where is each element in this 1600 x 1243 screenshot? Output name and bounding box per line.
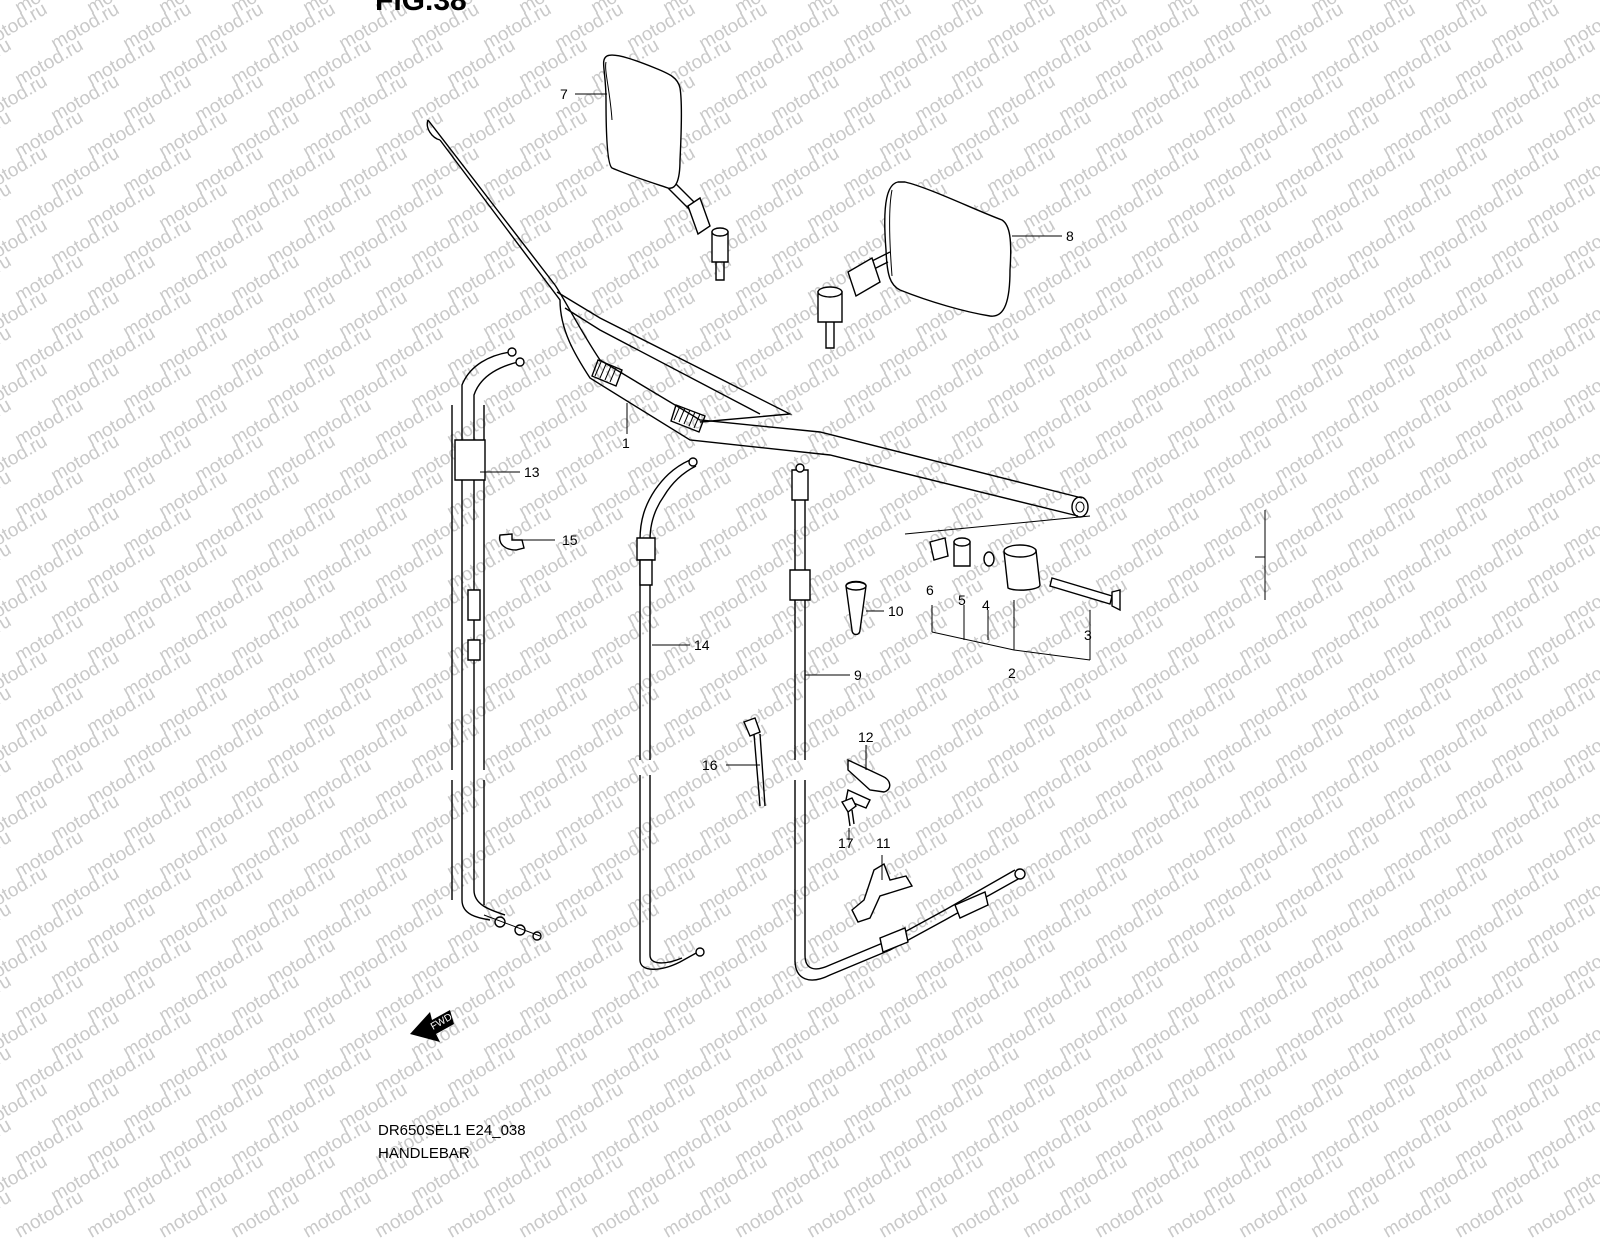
callout-15: 15 [562,532,578,548]
callout-16: 16 [702,757,718,773]
leader-lines [480,93,1266,880]
callout-3: 3 [1084,627,1092,643]
model-code: DR650SEL1 E24_038 [378,1122,526,1139]
section-name: HANDLEBAR [378,1145,470,1162]
callout-10: 10 [888,603,904,619]
choke-cable [636,457,705,970]
callout-1: 1 [622,435,630,451]
bar-end-weights [904,515,1121,612]
callout-17: 17 [838,835,854,851]
callout-4: 4 [982,597,990,613]
callout-2: 2 [1008,665,1016,681]
mirror-right [817,181,1012,349]
throttle-cables [451,347,542,941]
clutch-bracket [847,758,891,793]
clutch-cable [789,463,1026,981]
callout-13: 13 [524,464,540,480]
callout-14: 14 [694,637,710,653]
handlebar [426,119,1089,518]
handlebar-drawing: FWD 7 8 1 13 15 14 [410,54,1266,1042]
figure-title: FIG.38 [375,0,467,17]
callout-5: 5 [958,592,966,608]
cable-holder-bracket [851,862,914,923]
bolt [840,797,857,814]
callout-7: 7 [560,86,568,102]
callout-9: 9 [854,667,862,683]
cable-clamp [499,533,525,551]
callout-11: 11 [876,835,891,851]
forward-arrow: FWD [410,1010,454,1042]
callout-labels: 7 8 1 13 15 14 9 10 6 5 4 3 2 16 12 11 1… [524,86,1092,851]
cable-tie [743,717,766,807]
callout-6: 6 [926,582,934,598]
callout-12: 12 [858,729,874,745]
mirror-left [602,54,729,281]
callout-8: 8 [1066,228,1074,244]
